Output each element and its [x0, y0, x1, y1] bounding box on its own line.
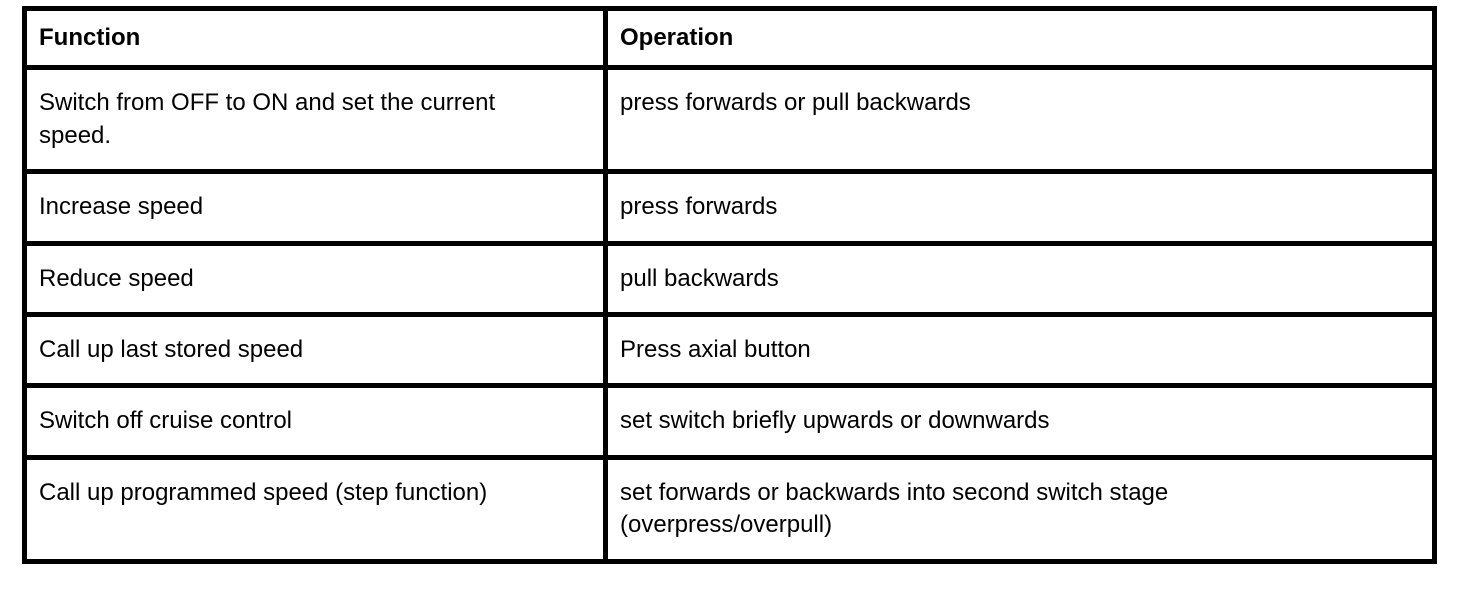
operation-cell: Press axial button	[603, 311, 1437, 389]
table-row: Reduce speed pull backwards	[22, 240, 1437, 317]
function-cell: Switch off cruise control	[22, 383, 608, 460]
function-cell: Switch from OFF to ON and set the curren…	[22, 65, 608, 175]
table-row: Call up programmed speed (step function)…	[22, 454, 1437, 564]
table-row: Increase speed press forwards	[22, 169, 1437, 246]
operation-cell: pull backwards	[603, 240, 1437, 317]
function-cell: Increase speed	[22, 169, 608, 246]
function-column-header: Function	[22, 5, 608, 71]
function-cell: Reduce speed	[22, 240, 608, 317]
table-row: Switch off cruise control set switch bri…	[22, 383, 1437, 460]
operation-cell: press forwards	[603, 169, 1437, 246]
table-header-row: Function Operation	[22, 5, 1437, 71]
table-row: Switch from OFF to ON and set the curren…	[22, 65, 1437, 175]
table-row: Call up last stored speed Press axial bu…	[22, 311, 1437, 389]
function-cell: Call up last stored speed	[22, 311, 608, 389]
operation-cell: set forwards or backwards into second sw…	[603, 454, 1437, 564]
operation-cell: set switch briefly upwards or downwards	[603, 383, 1437, 460]
function-cell: Call up programmed speed (step function)	[22, 454, 608, 564]
operation-cell: press forwards or pull backwards	[603, 65, 1437, 175]
function-operation-table: Function Operation Switch from OFF to ON…	[22, 5, 1437, 564]
operation-column-header: Operation	[603, 5, 1437, 71]
